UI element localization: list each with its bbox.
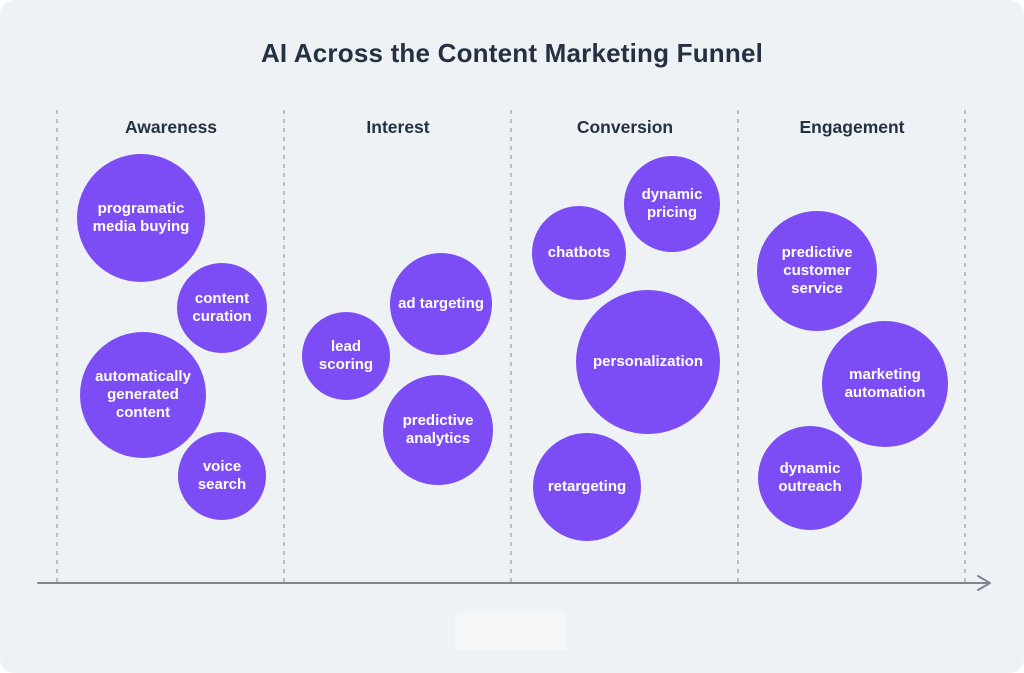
column-header-engagement: Engagement xyxy=(799,117,905,137)
bubble-dynamic-pricing: dynamic pricing xyxy=(624,156,720,252)
column-header-conversion: Conversion xyxy=(576,117,674,137)
bubble-voice-search: voice search xyxy=(178,432,266,520)
bubble-marketing-automation: marketing automation xyxy=(822,321,948,447)
bubble-content-curation: content curation xyxy=(177,263,267,353)
bubble-predictive-analytics: predictive analytics xyxy=(383,375,493,485)
column-header-interest: Interest xyxy=(366,117,430,137)
bubble-programatic-media-buying: programatic media buying xyxy=(77,154,205,282)
bubble-dynamic-outreach: dynamic outreach xyxy=(758,426,862,530)
bubble-ad-targeting: ad targeting xyxy=(390,253,492,355)
bubble-automatically-generated-content: automatically generated content xyxy=(80,332,206,458)
page-title: AI Across the Content Marketing Funnel xyxy=(260,38,764,68)
bubble-retargeting: retargeting xyxy=(533,433,641,541)
watermark-remnant xyxy=(455,612,567,650)
bubble-chatbots: chatbots xyxy=(532,206,626,300)
timeline-arrowhead-icon xyxy=(977,575,991,591)
column-header-awareness: Awareness xyxy=(124,117,218,137)
bubble-lead-scoring: lead scoring xyxy=(302,312,390,400)
bubble-predictive-customer-service: predictive customer service xyxy=(757,211,877,331)
bubble-personalization: personalization xyxy=(576,290,720,434)
